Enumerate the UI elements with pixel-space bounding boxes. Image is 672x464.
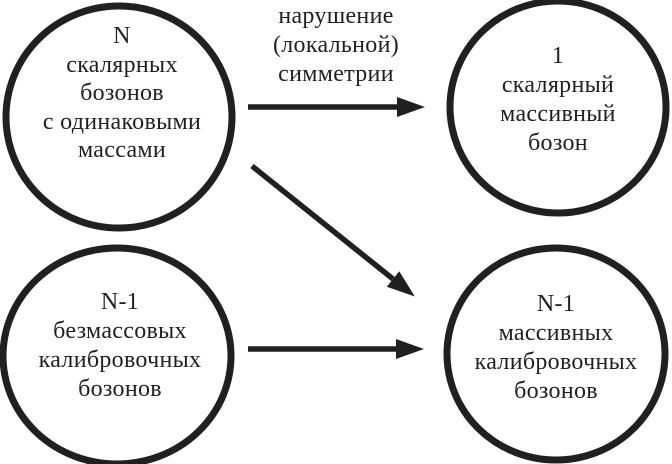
text-line: бозон [528, 130, 588, 156]
text-line: массивных [498, 320, 614, 346]
circle-one-massive-scalar-boson [446, 0, 670, 217]
text-line: N-1 [100, 289, 140, 315]
node-bottom-right-label: N-1 массивных калибровочных бозонов [446, 290, 666, 406]
node-top-right-label: 1 скалярный массивный бозон [448, 42, 668, 158]
text-line: калибровочных [474, 349, 638, 375]
text-line: (локальной) [272, 32, 400, 58]
text-line: безмассовых [53, 318, 187, 344]
symmetry-breaking-caption: нарушение (локальной) симметрии [236, 2, 436, 89]
text-line: калибровочных [38, 347, 202, 373]
text-line: бозонов [78, 376, 162, 402]
text-line: N-1 [536, 291, 576, 317]
text-line: нарушение [278, 3, 394, 29]
circle-massless-gauge-bosons [0, 244, 235, 464]
text-line: симметрии [278, 61, 394, 87]
text-line: 1 [551, 43, 565, 69]
text-line: бозонов [80, 80, 164, 106]
text-line: скалярных [66, 51, 178, 78]
circle-n-scalar-bosons [2, 2, 236, 232]
node-top-left-label: N скалярных бозонов с одинаковыми массам… [12, 22, 232, 165]
text-line: массивный [500, 101, 616, 127]
arrow-diagonal-icon [250, 163, 415, 297]
text-line: бозонов [514, 378, 598, 404]
text-line: скалярный [501, 72, 615, 98]
circle-massive-gauge-bosons [443, 244, 669, 464]
node-bottom-left-label: N-1 безмассовых калибровочных бозонов [10, 288, 230, 404]
text-line: массами [77, 137, 167, 163]
text-line: N [113, 23, 131, 49]
text-line: с одинаковыми [42, 108, 202, 135]
